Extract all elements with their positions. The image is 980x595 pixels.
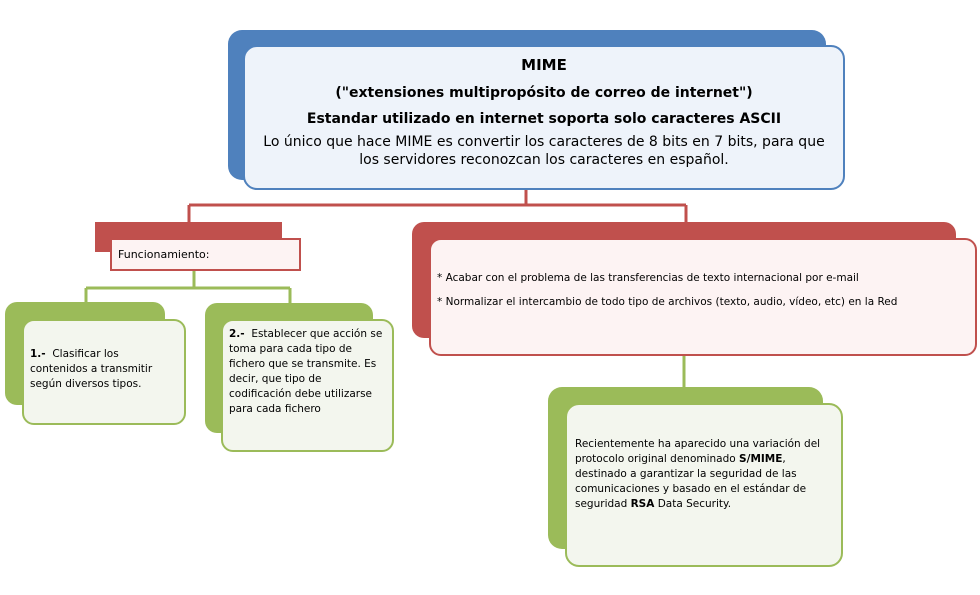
mime-description: Lo único que hace MIME es convertir los … xyxy=(263,134,825,168)
step1-node: 1.- Clasificar los contenidos a transmit… xyxy=(22,319,186,425)
smime-bold-rsa: RSA xyxy=(630,498,655,510)
smime-node: Recientemente ha aparecido una variación… xyxy=(565,403,843,567)
step1-number: 1.- xyxy=(30,348,46,360)
smime-text-1: Recientemente ha aparecido una variación… xyxy=(575,438,821,465)
funcionamiento-label: Funcionamiento: xyxy=(118,248,210,261)
smime-text-3: Data Security. xyxy=(654,498,732,510)
smime-bold-name: S/MIME xyxy=(739,453,783,465)
funcionamiento-node: Funcionamiento: xyxy=(110,238,301,271)
step2-number: 2.- xyxy=(229,328,245,340)
mime-subtitle: ("extensiones multipropósito de correo d… xyxy=(335,85,753,101)
connector-func-to-green xyxy=(84,271,292,303)
mime-node: MIME ("extensiones multipropósito de cor… xyxy=(243,45,845,190)
objectives-node: * Acabar con el problema de las transfer… xyxy=(429,238,977,356)
step1-text: Clasificar los contenidos a transmitir s… xyxy=(30,348,156,390)
connector-top-to-level2 xyxy=(187,190,688,222)
objective-item-2: * Normalizar el intercambio de todo tipo… xyxy=(437,296,898,308)
step2-node: 2.- Establecer que acción se toma para c… xyxy=(221,319,394,452)
mime-standard-line: Estandar utilizado en internet soporta s… xyxy=(306,111,782,127)
step2-text: Establecer que acción se toma para cada … xyxy=(229,328,386,415)
objective-item-1: * Acabar con el problema de las transfer… xyxy=(437,272,859,284)
smime-text-2: , destinado a garantizar la seguridad de… xyxy=(575,453,807,510)
mime-title: MIME xyxy=(521,56,567,74)
